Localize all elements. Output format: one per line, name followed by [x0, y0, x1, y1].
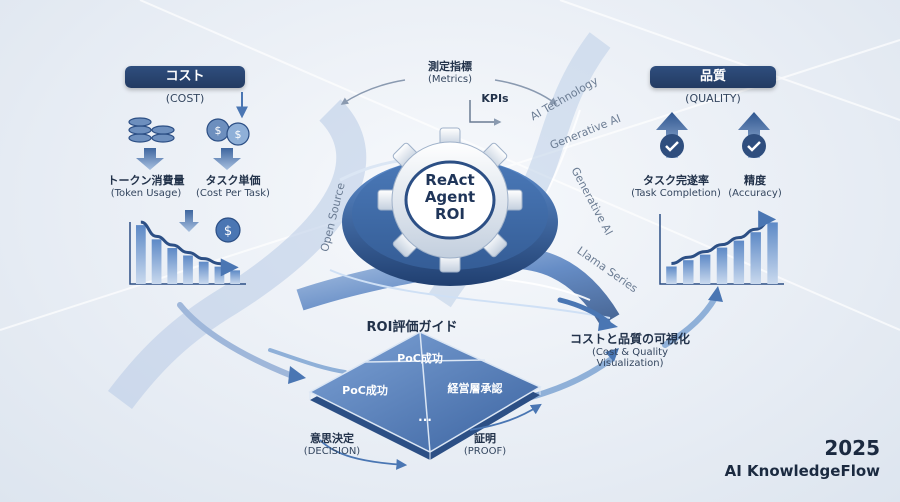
chart-bar: [699, 254, 711, 284]
chart-bar: [716, 247, 728, 284]
svg-text:$: $: [215, 124, 222, 137]
visualization-label: コストと品質の可視化 (Cost & Quality Visualization…: [558, 330, 702, 369]
proof-jp: 証明: [474, 432, 496, 445]
brand-name: AI KnowledgeFlow: [724, 462, 880, 480]
guide-tile-top: PoC成功: [397, 352, 443, 365]
chart-bar: [151, 239, 162, 284]
visualization-jp: コストと品質の可視化: [569, 332, 690, 346]
chart-bar: [183, 255, 193, 284]
dollar-coins-icon: $ $: [206, 118, 250, 146]
task-completion-en: (Task Completion): [631, 188, 721, 199]
guide-tile-right: 経営層承認: [447, 382, 503, 395]
gear-line-react: ReAct: [425, 171, 475, 189]
cost-title: コスト: [165, 69, 205, 84]
token-usage-en: (Token Usage): [110, 188, 182, 199]
guide-tile-board: [308, 331, 542, 460]
gear-label: ReAct Agent ROI: [400, 172, 500, 223]
chart-bar: [666, 266, 677, 284]
decision-label: 意思決定 (DECISION): [290, 430, 374, 457]
svg-text:$: $: [224, 224, 232, 239]
svg-text:$: $: [235, 128, 242, 141]
decision-proof-arrows: [319, 403, 542, 470]
token-usage-label: トークン消費量 (Token Usage): [100, 172, 192, 199]
coin-icon: $: [215, 217, 241, 243]
quality-subtitle: (QUALITY): [685, 92, 741, 105]
gear-line-roi: ROI: [435, 205, 465, 223]
chart-trend-line: [671, 210, 777, 265]
accuracy-jp: 精度: [744, 174, 766, 187]
guide-tile-bottom: ...: [418, 410, 432, 424]
chart-bar: [767, 222, 778, 284]
task-completion-jp: タスク完遂率: [643, 174, 709, 187]
decision-en: (DECISION): [303, 446, 361, 457]
metrics-en: (Metrics): [427, 74, 473, 85]
cost-subtitle: (COST): [165, 92, 205, 105]
accuracy-en: (Accuracy): [728, 188, 782, 199]
cost-per-task-en: (Cost Per Task): [196, 188, 270, 199]
visualization-en-2: Visualization): [596, 358, 664, 369]
check-circle-icon: [660, 134, 766, 158]
chart-bar: [214, 266, 225, 284]
chart-trend-line: [140, 220, 239, 277]
metrics-cycle-arrows: [340, 79, 558, 126]
quality-title: 品質: [699, 69, 726, 84]
chart-bar: [733, 240, 745, 284]
chart-bar: [167, 248, 178, 284]
guide-title: ROI評価ガイド: [366, 320, 458, 335]
chart-bar: [683, 260, 694, 284]
metrics-label: 測定指標 (Metrics): [410, 58, 490, 85]
cost-title-pill: コスト: [125, 66, 245, 88]
cost-per-task-label: タスク単価 (Cost Per Task): [190, 172, 276, 199]
token-usage-jp: トークン消費量: [107, 174, 185, 187]
cost-per-task-jp: タスク単価: [205, 174, 261, 187]
quality-increase-chart: [659, 210, 784, 285]
brand-year: 2025: [824, 436, 880, 460]
guide-tile-left: PoC成功: [342, 384, 388, 397]
visualization-en-1: (Cost & Quality: [591, 347, 669, 358]
proof-label: 証明 (PROOF): [455, 430, 515, 457]
cost-decrease-chart: [129, 220, 246, 285]
chart-bar: [750, 232, 761, 284]
flow-arrow-heads: [288, 286, 723, 384]
gear-line-agent: Agent: [424, 188, 476, 206]
accuracy-label: 精度 (Accuracy): [722, 172, 788, 199]
quality-title-pill: 品質: [650, 66, 776, 88]
gear-icon: [377, 127, 523, 273]
chart-bar: [230, 270, 241, 284]
chart-bar: [135, 225, 146, 284]
coin-stack-icon: [128, 117, 175, 143]
decision-jp: 意思決定: [310, 432, 354, 445]
proof-en: (PROOF): [463, 446, 507, 457]
task-completion-label: タスク完遂率 (Task Completion): [630, 172, 722, 199]
metrics-jp: 測定指標: [428, 60, 472, 73]
cost-down-arrows: [136, 148, 241, 232]
chart-bar: [198, 261, 209, 284]
kpis-label: KPIs: [481, 92, 509, 105]
